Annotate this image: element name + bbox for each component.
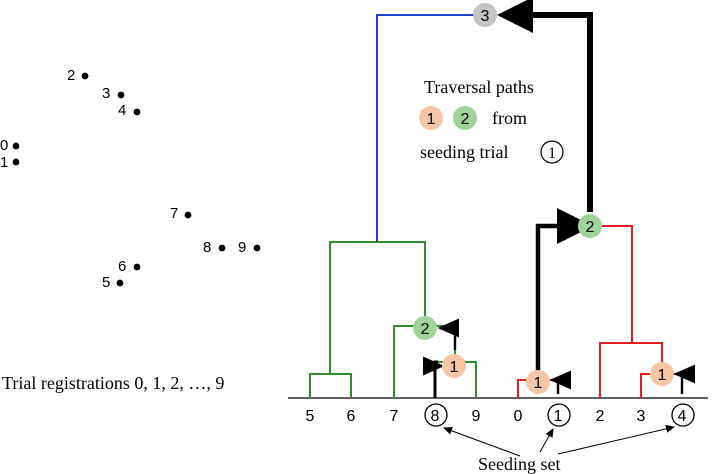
scatter-point-6: 6 bbox=[118, 258, 141, 275]
point-dot-8 bbox=[218, 244, 226, 252]
leaf-label-3: 3 bbox=[637, 408, 646, 425]
legend-seeding-ring bbox=[540, 140, 564, 164]
point-label-6: 6 bbox=[118, 258, 126, 275]
node-badge-leaf-01: 1 bbox=[526, 370, 550, 394]
leaf-label-2: 2 bbox=[596, 408, 605, 425]
scatter-plot: 0 1 2 3 4 5 6 7 bbox=[0, 67, 261, 291]
leaf-34-badge-label: 1 bbox=[658, 367, 667, 384]
point-dot-0 bbox=[12, 142, 20, 150]
point-dot-1 bbox=[12, 158, 20, 166]
right-upper-badge-label: 2 bbox=[586, 219, 595, 236]
middle-left-badge-label: 2 bbox=[421, 321, 430, 338]
trial-registrations-caption: Trial registrations 0, 1, 2, …, 9 bbox=[2, 373, 224, 393]
point-dot-5 bbox=[116, 279, 124, 287]
link-56-789 bbox=[329, 241, 426, 374]
scatter-point-9: 9 bbox=[238, 239, 261, 256]
point-label-5: 5 bbox=[102, 274, 110, 291]
leaf-89-badge-circle bbox=[442, 354, 466, 378]
root-badge-label: 3 bbox=[481, 8, 490, 25]
legend-badge-2-label: 2 bbox=[461, 111, 470, 128]
legend-badge-2-circle bbox=[453, 106, 477, 130]
legend-from: from bbox=[492, 108, 527, 128]
seed-ring-1 bbox=[547, 403, 571, 427]
leaf-label-8: 8 bbox=[431, 408, 440, 425]
point-label-2: 2 bbox=[67, 67, 75, 84]
scatter-point-1: 1 bbox=[0, 154, 20, 171]
point-label-0: 0 bbox=[0, 137, 8, 154]
point-label-9: 9 bbox=[238, 239, 246, 256]
point-dot-7 bbox=[184, 211, 192, 219]
leaf-labels: 5 6 7 8 9 0 1 2 3 4 bbox=[306, 408, 687, 425]
seeding-set-label: Seeding set bbox=[478, 454, 561, 474]
seeding-arrow-to-1 bbox=[539, 428, 554, 453]
point-dot-3 bbox=[117, 91, 125, 99]
traversal-paths bbox=[422, 0, 696, 398]
scatter-point-7: 7 bbox=[170, 205, 192, 222]
leaf-label-4: 4 bbox=[678, 408, 687, 425]
legend: Traversal paths 1 2 from seeding trial 1 bbox=[419, 77, 564, 164]
point-label-3: 3 bbox=[102, 85, 110, 102]
scatter-point-5: 5 bbox=[102, 274, 124, 291]
leaf-label-1: 1 bbox=[554, 408, 563, 425]
scatter-point-2: 2 bbox=[67, 67, 89, 84]
path-89-to-mid2 bbox=[437, 318, 460, 350]
point-dot-9 bbox=[253, 244, 261, 252]
leaf-89-badge-label: 1 bbox=[450, 359, 459, 376]
scatter-point-4: 4 bbox=[118, 102, 141, 119]
legend-badge-1-circle bbox=[419, 106, 443, 130]
leaf-label-7: 7 bbox=[390, 408, 399, 425]
leaf-label-5: 5 bbox=[306, 408, 315, 425]
seeding-arrow-to-4 bbox=[557, 424, 675, 455]
link-root-left bbox=[376, 14, 485, 242]
path-seed1-to-01 bbox=[549, 370, 572, 394]
node-badge-middle-left: 2 bbox=[413, 316, 437, 340]
path-01-to-upper2 bbox=[535, 208, 593, 380]
path-seed4-to-34 bbox=[673, 364, 696, 394]
path-dummy-3 bbox=[440, 326, 443, 348]
dendrogram-links bbox=[309, 14, 682, 398]
seeding-arrow-to-8 bbox=[443, 427, 521, 457]
node-badge-leaf-89: 1 bbox=[442, 354, 466, 378]
middle-left-badge-circle bbox=[413, 316, 437, 340]
path-seed8-to-89 bbox=[422, 356, 445, 396]
root-badge-circle bbox=[473, 3, 497, 27]
seeding-set-arrows bbox=[443, 424, 675, 457]
seed-ring-8 bbox=[424, 403, 448, 427]
point-dot-6 bbox=[133, 263, 141, 271]
leaf-label-0: 0 bbox=[514, 408, 523, 425]
node-badge-root: 3 bbox=[473, 3, 497, 27]
seed-ring-4 bbox=[671, 403, 695, 427]
legend-seeding-badge: 1 bbox=[548, 145, 556, 162]
node-badge-leaf-34: 1 bbox=[650, 362, 674, 386]
leaf-01-badge-circle bbox=[526, 370, 550, 394]
leaf-01-badge-label: 1 bbox=[534, 375, 543, 392]
point-label-1: 1 bbox=[0, 154, 8, 171]
leaf-label-6: 6 bbox=[347, 408, 356, 425]
point-label-4: 4 bbox=[118, 102, 126, 119]
right-upper-badge-circle bbox=[578, 214, 602, 238]
point-dot-4 bbox=[133, 108, 141, 116]
path-upper2-to-root bbox=[497, 0, 593, 212]
point-dot-2 bbox=[81, 72, 89, 80]
scatter-point-3: 3 bbox=[102, 85, 125, 102]
seeded-leaf-rings bbox=[424, 403, 695, 427]
point-label-7: 7 bbox=[170, 205, 178, 222]
legend-badge-1-label: 1 bbox=[427, 111, 436, 128]
legend-seeding-trial: seeding trial bbox=[420, 142, 508, 162]
scatter-point-0: 0 bbox=[0, 137, 20, 154]
point-label-8: 8 bbox=[203, 239, 211, 256]
leaf-label-9: 9 bbox=[472, 408, 481, 425]
node-badge-right-upper: 2 bbox=[578, 214, 602, 238]
leaf-34-badge-circle bbox=[650, 362, 674, 386]
link-01-234 bbox=[590, 225, 633, 343]
scatter-point-8: 8 bbox=[203, 239, 226, 256]
legend-title: Traversal paths bbox=[424, 77, 534, 97]
link-5-6 bbox=[309, 373, 352, 398]
